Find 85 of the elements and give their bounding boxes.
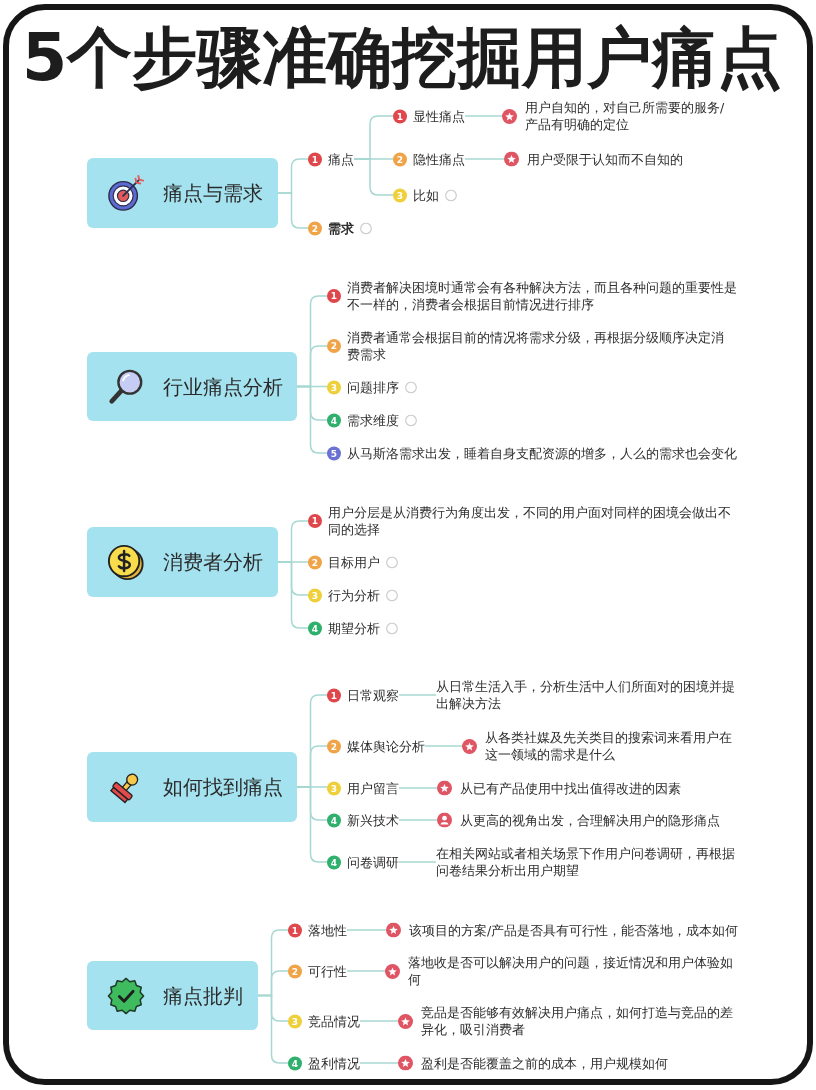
- topic-box: [87, 527, 278, 597]
- connector-line: [464, 158, 505, 160]
- topic-label: 问卷调研: [347, 853, 399, 871]
- topic-title: 行业痛点分析: [163, 374, 283, 399]
- number-badge: 1: [288, 923, 302, 937]
- connector-line: [359, 1062, 399, 1064]
- number-badge: 3: [288, 1014, 302, 1028]
- number-badge: 3: [327, 380, 341, 394]
- topic-label: 比如: [413, 186, 439, 204]
- topic-label: 需求维度: [347, 411, 399, 429]
- topic-label: 用户受限于认知而不自知的: [527, 150, 683, 168]
- topic-label: 日常观察: [347, 686, 399, 704]
- topic-box: [87, 961, 258, 1030]
- number-badge: 4: [327, 855, 341, 869]
- topic-label: 从更高的视角出发，合理解决用户的隐形痛点: [460, 811, 720, 829]
- number-badge: 2: [327, 339, 341, 353]
- topic-label: 盈利是否能覆盖之前的成本，用户规模如何: [421, 1054, 668, 1072]
- topic-label: 目标用户: [328, 553, 380, 571]
- description-text: 竞品是否能够有效解决用户痛点，如何打造与竞品的差异化，吸引消费者: [421, 1004, 733, 1038]
- number-badge: 4: [288, 1056, 302, 1070]
- description-text: 消费者通常会根据目前的情况将需求分级，再根据分级顺序决定消费需求: [347, 329, 724, 363]
- number-badge: 3: [327, 781, 341, 795]
- topic-label: 可行性: [308, 962, 347, 980]
- description-text: 落地收是否可以解决用户的问题，接近情况和用户体验如何: [408, 954, 733, 988]
- connector-line: [359, 1020, 399, 1022]
- connector-line: [398, 787, 438, 789]
- connector-line: [296, 385, 328, 454]
- topic-label: 新兴技术: [347, 811, 399, 829]
- number-badge: 4: [308, 621, 322, 635]
- topic-label: 隐性痛点: [413, 150, 465, 168]
- topic-label: 需求: [328, 219, 354, 237]
- number-badge: 1: [393, 109, 407, 123]
- topic-title: 痛点批判: [163, 983, 243, 1008]
- number-badge: 3: [308, 588, 322, 602]
- number-badge: 1: [308, 514, 322, 528]
- topic-label: 竞品情况: [308, 1012, 360, 1030]
- number-badge: 2: [308, 221, 322, 235]
- topic-label: 该项目的方案/产品是否具有可行性，能否落地，成本如何: [409, 921, 739, 939]
- topic-box: [87, 158, 278, 228]
- topic-title: 痛点与需求: [163, 181, 263, 205]
- number-badge: 4: [327, 413, 341, 427]
- topic-label: 用户留言: [347, 779, 399, 797]
- connector-line: [346, 929, 387, 931]
- number-badge: 4: [327, 813, 341, 827]
- description-text: 从各类社媒及先关类目的搜索词来看用户在这一领域的需求是什么: [485, 729, 732, 763]
- number-badge: 2: [308, 555, 322, 569]
- topic-label: 媒体舆论分析: [347, 737, 425, 755]
- description-text: 从日常生活入手，分析生活中人们所面对的困境并提出解决方法: [436, 678, 735, 712]
- connector-line: [424, 745, 463, 747]
- topic-label: 盈利情况: [308, 1054, 360, 1072]
- topic-label: 落地性: [308, 921, 347, 939]
- description-text: 用户自知的，对自己所需要的服务/产品有明确的定位: [525, 99, 725, 133]
- number-badge: 1: [308, 152, 322, 166]
- description-text: 消费者解决困境时通常会有各种解决方法，而且各种问题的重要性是不一样的，消费者会根据目前情况进行排序: [347, 279, 737, 313]
- topic-label: 从已有产品使用中找出值得改进的因素: [460, 779, 681, 797]
- connector-line: [257, 994, 289, 1064]
- number-badge: 2: [288, 964, 302, 978]
- connector-line: [464, 115, 503, 117]
- number-badge: 1: [327, 289, 341, 303]
- connector-line: [398, 861, 437, 863]
- description-text: 在相关网站或者相关场景下作用户问卷调研，再根据问卷结果分析出用户期望: [436, 845, 735, 879]
- topic-title: 如何找到痛点: [163, 775, 283, 799]
- connector-line: [353, 158, 394, 196]
- topic-label: 显性痛点: [413, 107, 465, 125]
- topic-title: 消费者分析: [163, 550, 263, 574]
- connector-line: [398, 819, 438, 821]
- description-text: 用户分层是从消费行为角度出发，不同的用户面对同样的困境会做出不同的选择: [328, 504, 731, 538]
- connector-line: [296, 786, 328, 863]
- number-badge: 1: [327, 688, 341, 702]
- number-badge: 2: [393, 152, 407, 166]
- connector-line: [346, 970, 386, 972]
- connector-line: [277, 192, 309, 229]
- topic-box: [87, 752, 297, 822]
- topic-box: [87, 352, 297, 421]
- number-badge: 5: [327, 446, 341, 460]
- topic-label: 期望分析: [328, 619, 380, 637]
- topic-label: 问题排序: [347, 378, 399, 396]
- topic-label: 从马斯洛需求出发，睡着自身支配资源的增多，人么的需求也会变化: [347, 444, 737, 462]
- connector-line: [277, 561, 309, 629]
- title: 5个步骤准确挖掘用户痛点: [22, 25, 783, 91]
- connector-line: [398, 694, 437, 696]
- topic-label: 痛点: [328, 150, 354, 168]
- number-badge: 3: [393, 188, 407, 202]
- number-badge: 2: [327, 739, 341, 753]
- topic-label: 行为分析: [328, 586, 380, 604]
